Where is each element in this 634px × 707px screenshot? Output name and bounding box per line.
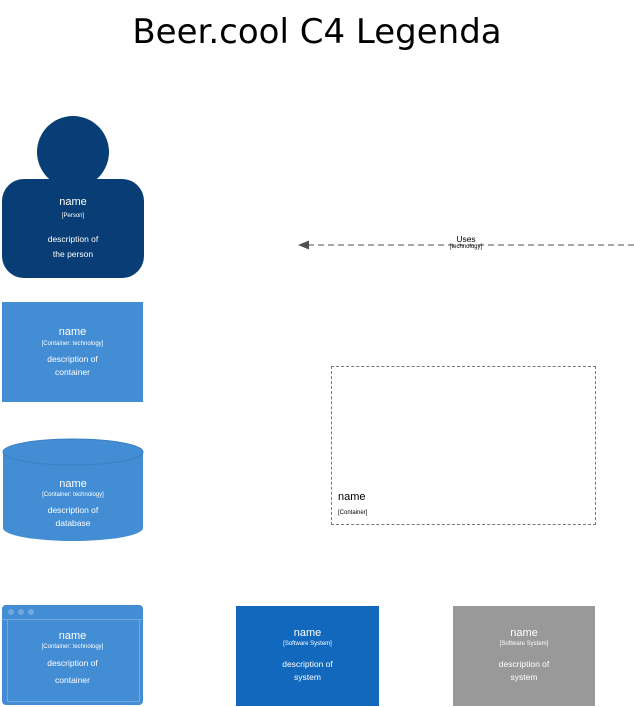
database-name: name	[59, 478, 87, 490]
boundary-name: name	[338, 491, 366, 503]
web-app-element: name [Container: technology] description…	[2, 605, 143, 705]
software-system-description-line2: system	[294, 672, 321, 682]
person-description-line2: the person	[52, 249, 94, 259]
browser-dot-icon	[8, 609, 14, 615]
external-system-name: name	[510, 627, 538, 639]
container-type: [Container: technology]	[41, 341, 104, 347]
database-cylinder-icon	[2, 438, 144, 541]
container-description-line1: description of	[47, 354, 98, 364]
software-system-name: name	[293, 627, 322, 639]
browser-toolbar	[2, 605, 143, 620]
container-element: name [Container: technology] description…	[2, 302, 143, 402]
relationship-technology: [technology]	[449, 244, 483, 251]
database-element: name [Container: technology] description…	[3, 438, 143, 544]
container-description-line2: container	[55, 367, 90, 377]
web-app-type: [Container: technology]	[41, 644, 104, 650]
relationship-label: Uses [technology]	[436, 234, 496, 251]
web-app-description-line2: container	[55, 675, 90, 685]
software-system-element: name [Software System] description of sy…	[236, 606, 379, 706]
person-head-shape	[37, 116, 109, 188]
database-description-line1: description of	[47, 505, 99, 515]
container-boundary: name [Container]	[331, 366, 596, 525]
database-description-line2: database	[55, 518, 91, 528]
external-system-element: name [Software System] description of sy…	[453, 606, 595, 706]
web-app-description-line1: description of	[47, 658, 98, 668]
software-system-description-line1: description of	[282, 659, 333, 669]
person-name: name	[59, 196, 87, 208]
external-system-description-line1: description of	[498, 659, 550, 669]
browser-dot-icon	[18, 609, 24, 615]
browser-dot-icon	[28, 609, 34, 615]
person-description-line1: description of	[47, 234, 99, 244]
person-element: name [Person] description of the person	[2, 179, 144, 278]
boundary-type: [Container]	[338, 510, 368, 516]
relationship-name: Uses	[456, 234, 476, 244]
external-system-description-line2: system	[510, 672, 538, 682]
web-app-name: name	[58, 630, 87, 642]
external-system-type: [Software System]	[499, 641, 549, 647]
software-system-type: [Software System]	[283, 641, 332, 647]
database-type: [Container: technology]	[42, 492, 104, 498]
container-name: name	[58, 326, 87, 338]
diagram-title: Beer.cool C4 Legenda	[132, 12, 502, 52]
browser-viewport	[7, 619, 140, 702]
person-type: [Person]	[61, 213, 85, 219]
relationship-arrow	[298, 240, 634, 250]
